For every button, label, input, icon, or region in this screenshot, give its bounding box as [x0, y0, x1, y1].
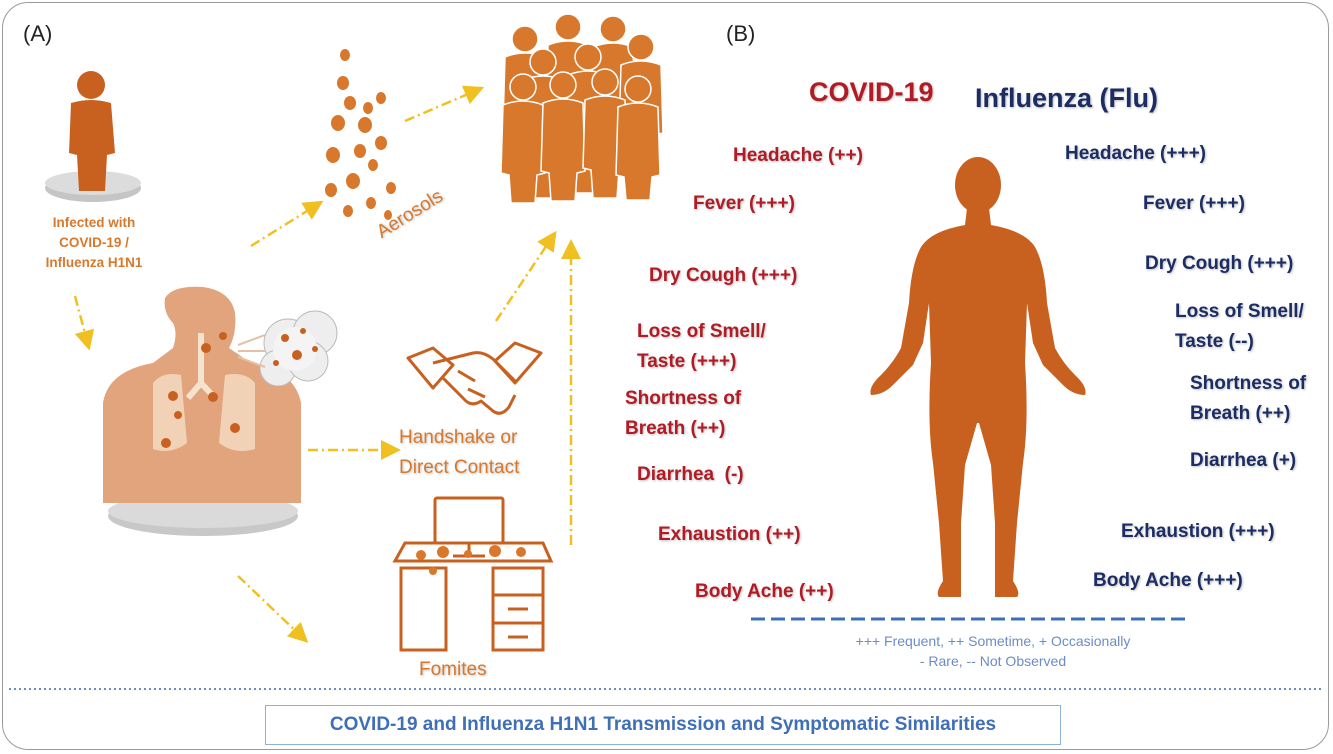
covid-shortness-of-breath: Shortness of Breath (++)	[625, 388, 742, 439]
flu-dry-cough: Dry Cough (+++)	[1145, 253, 1294, 274]
flu-loss-of-smell: Loss of Smell/ Taste (--)	[1175, 301, 1304, 352]
covid-body-ache: Body Ache (++)	[695, 581, 834, 602]
covid-exhaustion: Exhaustion (++)	[658, 524, 801, 545]
flu-headache: Headache (+++)	[1065, 143, 1206, 164]
covid-loss-of-smell: Loss of Smell/ Taste (+++)	[637, 321, 766, 372]
figure-caption: COVID-19 and Influenza H1N1 Transmission…	[265, 705, 1061, 745]
panel-label-b: (B)	[726, 21, 756, 46]
covid-heading: COVID-19	[809, 77, 934, 107]
cough-cloud-icon	[237, 310, 338, 387]
infected-person-icon	[45, 71, 141, 202]
illustration-canvas	[9, 13, 1323, 690]
flu-heading: Influenza (Flu)	[975, 83, 1158, 113]
covid-headache: Headache (++)	[733, 145, 863, 166]
arrow-to-aerosols	[250, 200, 324, 248]
desk-computer-icon	[392, 496, 554, 652]
lungs-body-icon	[103, 286, 301, 536]
human-body-icon	[870, 157, 1086, 597]
fomite-droplets	[416, 545, 526, 575]
aerosol-droplets	[325, 49, 396, 220]
arrow-handshake-to-crowd	[494, 230, 557, 322]
flu-fever: Fever (+++)	[1143, 193, 1245, 214]
covid-fever: Fever (+++)	[693, 193, 795, 214]
flu-exhaustion: Exhaustion (+++)	[1121, 521, 1275, 542]
severity-legend: +++ Frequent, ++ Sometime, + Occasionall…	[855, 633, 1131, 669]
arrow-to-fomites	[237, 575, 309, 643]
flu-body-ache: Body Ache (+++)	[1093, 570, 1243, 591]
flu-diarrhea: Diarrhea (+)	[1190, 450, 1297, 471]
transmission-arrows	[73, 85, 581, 643]
flu-shortness-of-breath: Shortness of Breath (++)	[1190, 373, 1307, 424]
arrow-infected-to-lungs	[73, 295, 95, 351]
covid-dry-cough: Dry Cough (+++)	[649, 265, 798, 286]
crowd-icon	[500, 13, 664, 204]
handshake-icon	[406, 341, 543, 415]
fomites-label: Fomites	[419, 659, 487, 680]
infected-label: Infected with COVID-19 / Influenza H1N1	[45, 215, 143, 270]
covid-diarrhea: Diarrhea (-)	[637, 464, 744, 485]
arrow-aerosols-to-crowd	[404, 85, 485, 123]
handshake-label: Handshake or Direct Contact	[399, 427, 520, 478]
panel-label-a: (A)	[23, 21, 53, 46]
